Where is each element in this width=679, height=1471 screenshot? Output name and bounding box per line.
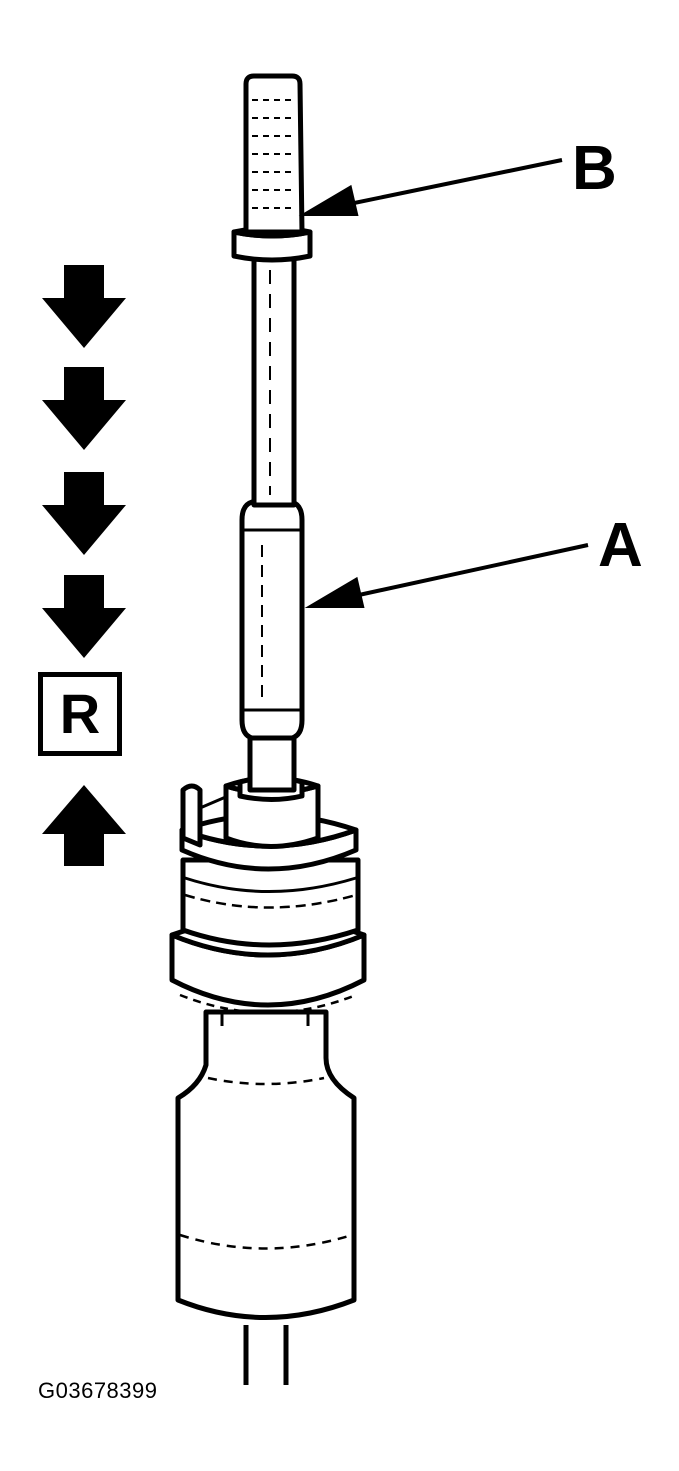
locating-pin bbox=[180, 783, 203, 848]
threaded-body bbox=[180, 857, 361, 948]
callout-label-a: A bbox=[598, 511, 643, 580]
leader-line-b bbox=[298, 158, 563, 216]
rod-upper bbox=[251, 252, 297, 508]
down-arrow-icon bbox=[42, 575, 126, 658]
lower-cylinder bbox=[175, 1009, 357, 1320]
callout-label-b: B bbox=[572, 134, 617, 203]
reverse-symbol-box: R bbox=[38, 672, 122, 756]
leader-line-a bbox=[304, 543, 589, 608]
sleeve-a bbox=[239, 499, 305, 741]
down-arrow-icon bbox=[42, 472, 126, 555]
down-arrow-icon bbox=[42, 265, 126, 348]
down-arrow-icon bbox=[42, 367, 126, 450]
up-arrow-icon bbox=[42, 785, 126, 866]
figure-id: G03678399 bbox=[38, 1378, 158, 1403]
reverse-symbol-label: R bbox=[59, 682, 101, 745]
lower-shaft bbox=[243, 1325, 289, 1385]
